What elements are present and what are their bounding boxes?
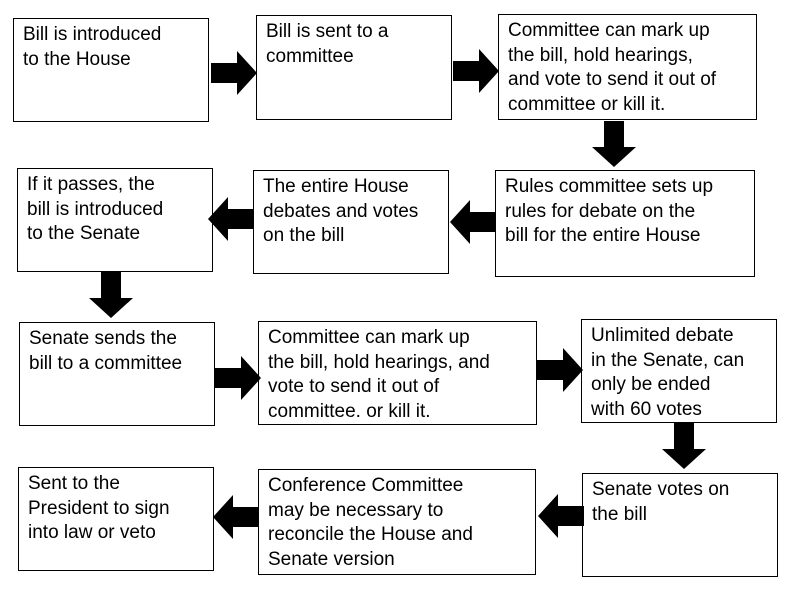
step-house-debates-votes: The entire House debates and votes on th… — [253, 170, 449, 274]
step-senate-committee: Senate sends the bill to a committee — [19, 322, 215, 426]
step-sent-to-committee: Bill is sent to a committee — [256, 15, 452, 120]
arrow-right-icon — [211, 51, 257, 95]
arrow-down-icon — [592, 121, 636, 167]
step-house-committee-markup: Committee can mark up the bill, hold hea… — [498, 14, 757, 120]
step-senate-committee-markup: Committee can mark up the bill, hold hea… — [258, 321, 537, 425]
arrow-right-icon — [215, 356, 261, 400]
step-sent-to-president: Sent to the President to sign into law o… — [18, 467, 214, 571]
step-rules-committee: Rules committee sets up rules for debate… — [495, 170, 755, 277]
step-conference-committee: Conference Committee may be necessary to… — [258, 469, 536, 575]
arrow-right-icon — [537, 348, 583, 392]
step-senate-votes: Senate votes on the bill — [582, 473, 778, 577]
arrow-down-icon — [662, 423, 706, 469]
step-bill-introduced-house: Bill is introduced to the House — [13, 18, 209, 122]
arrow-left-icon — [450, 200, 496, 244]
arrow-left-icon — [213, 495, 259, 539]
arrow-right-icon — [453, 49, 499, 93]
arrow-left-icon — [538, 494, 584, 538]
step-introduced-senate: If it passes, the bill is introduced to … — [17, 168, 213, 272]
arrow-down-icon — [89, 272, 133, 318]
step-unlimited-debate: Unlimited debate in the Senate, can only… — [581, 319, 777, 423]
arrow-left-icon — [208, 197, 254, 241]
